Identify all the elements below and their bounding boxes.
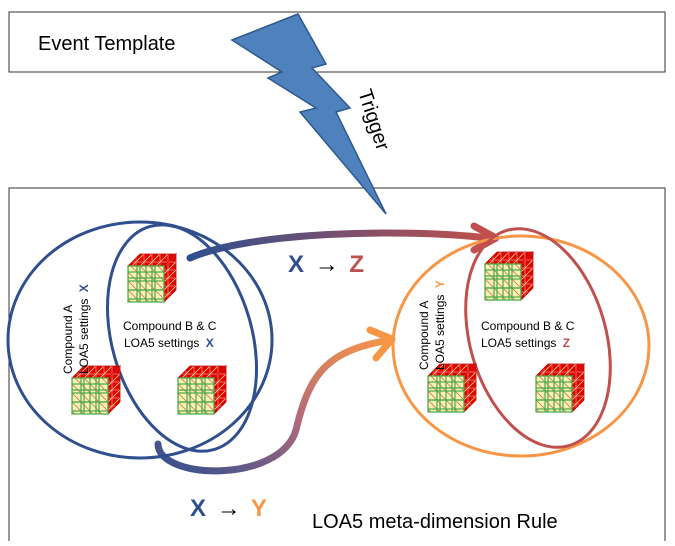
right-inner-setting: Z (563, 336, 570, 350)
right-cube-bottom-right-icon (535, 363, 585, 413)
left-cube-top-icon (127, 253, 177, 303)
right-outer-label-line1: Compound A (417, 301, 431, 370)
rule-label: LOA5 meta-dimension Rule (312, 511, 558, 533)
transition-xy-arrow-icon: → (217, 495, 241, 522)
right-outer-label: Compound A LOA5 settings Y (417, 280, 447, 370)
event-template-label: Event Template (38, 33, 176, 55)
event-template-box (8, 11, 666, 73)
left-outer-label-line1: Compound A (61, 305, 75, 374)
right-outer-ellipse (391, 234, 651, 458)
right-cube-bottom-left-icon (427, 363, 477, 413)
transition-xz-from: X (288, 251, 304, 278)
trigger-label: Trigger (353, 87, 393, 154)
left-compound-group: Compound A LOA5 settings X Compound B & … (6, 220, 274, 460)
left-inner-label-line1: Compound B & C (123, 319, 217, 333)
transition-xy-from: X (190, 495, 206, 522)
transition-xz-label: X → Z (288, 251, 364, 278)
transition-xy-label: X → Y (190, 495, 267, 522)
transition-xy-to: Y (251, 495, 267, 522)
left-inner-label-line2: LOA5 settings (124, 336, 199, 350)
right-compound-group: Compound A LOA5 settings Y Compound B & … (391, 227, 651, 458)
arrow-x-to-y (154, 336, 394, 475)
right-inner-label-line1: Compound B & C (481, 319, 575, 333)
trigger-lightning-icon (230, 13, 387, 215)
left-cube-bottom-right-icon (177, 365, 227, 415)
right-outer-setting: Y (433, 280, 447, 288)
left-inner-label: Compound B & C LOA5 settings X (123, 319, 220, 350)
right-cube-top-icon (484, 251, 534, 301)
right-outer-label-line2: LOA5 settings (433, 295, 447, 370)
left-outer-label: Compound A LOA5 settings X (61, 284, 91, 374)
right-inner-label-line2: LOA5 settings (481, 336, 556, 350)
left-outer-label-line2: LOA5 settings (77, 299, 91, 374)
arrow-x-to-z (186, 229, 492, 262)
left-outer-setting: X (77, 284, 91, 292)
left-inner-setting: X (206, 336, 214, 350)
left-inner-ellipse (106, 223, 258, 453)
left-outer-ellipse (6, 220, 274, 460)
transition-xz-arrow-icon: → (315, 251, 339, 278)
right-inner-ellipse (464, 227, 612, 449)
right-inner-label: Compound B & C LOA5 settings Z (481, 319, 578, 350)
transition-xz-to: Z (349, 251, 364, 278)
